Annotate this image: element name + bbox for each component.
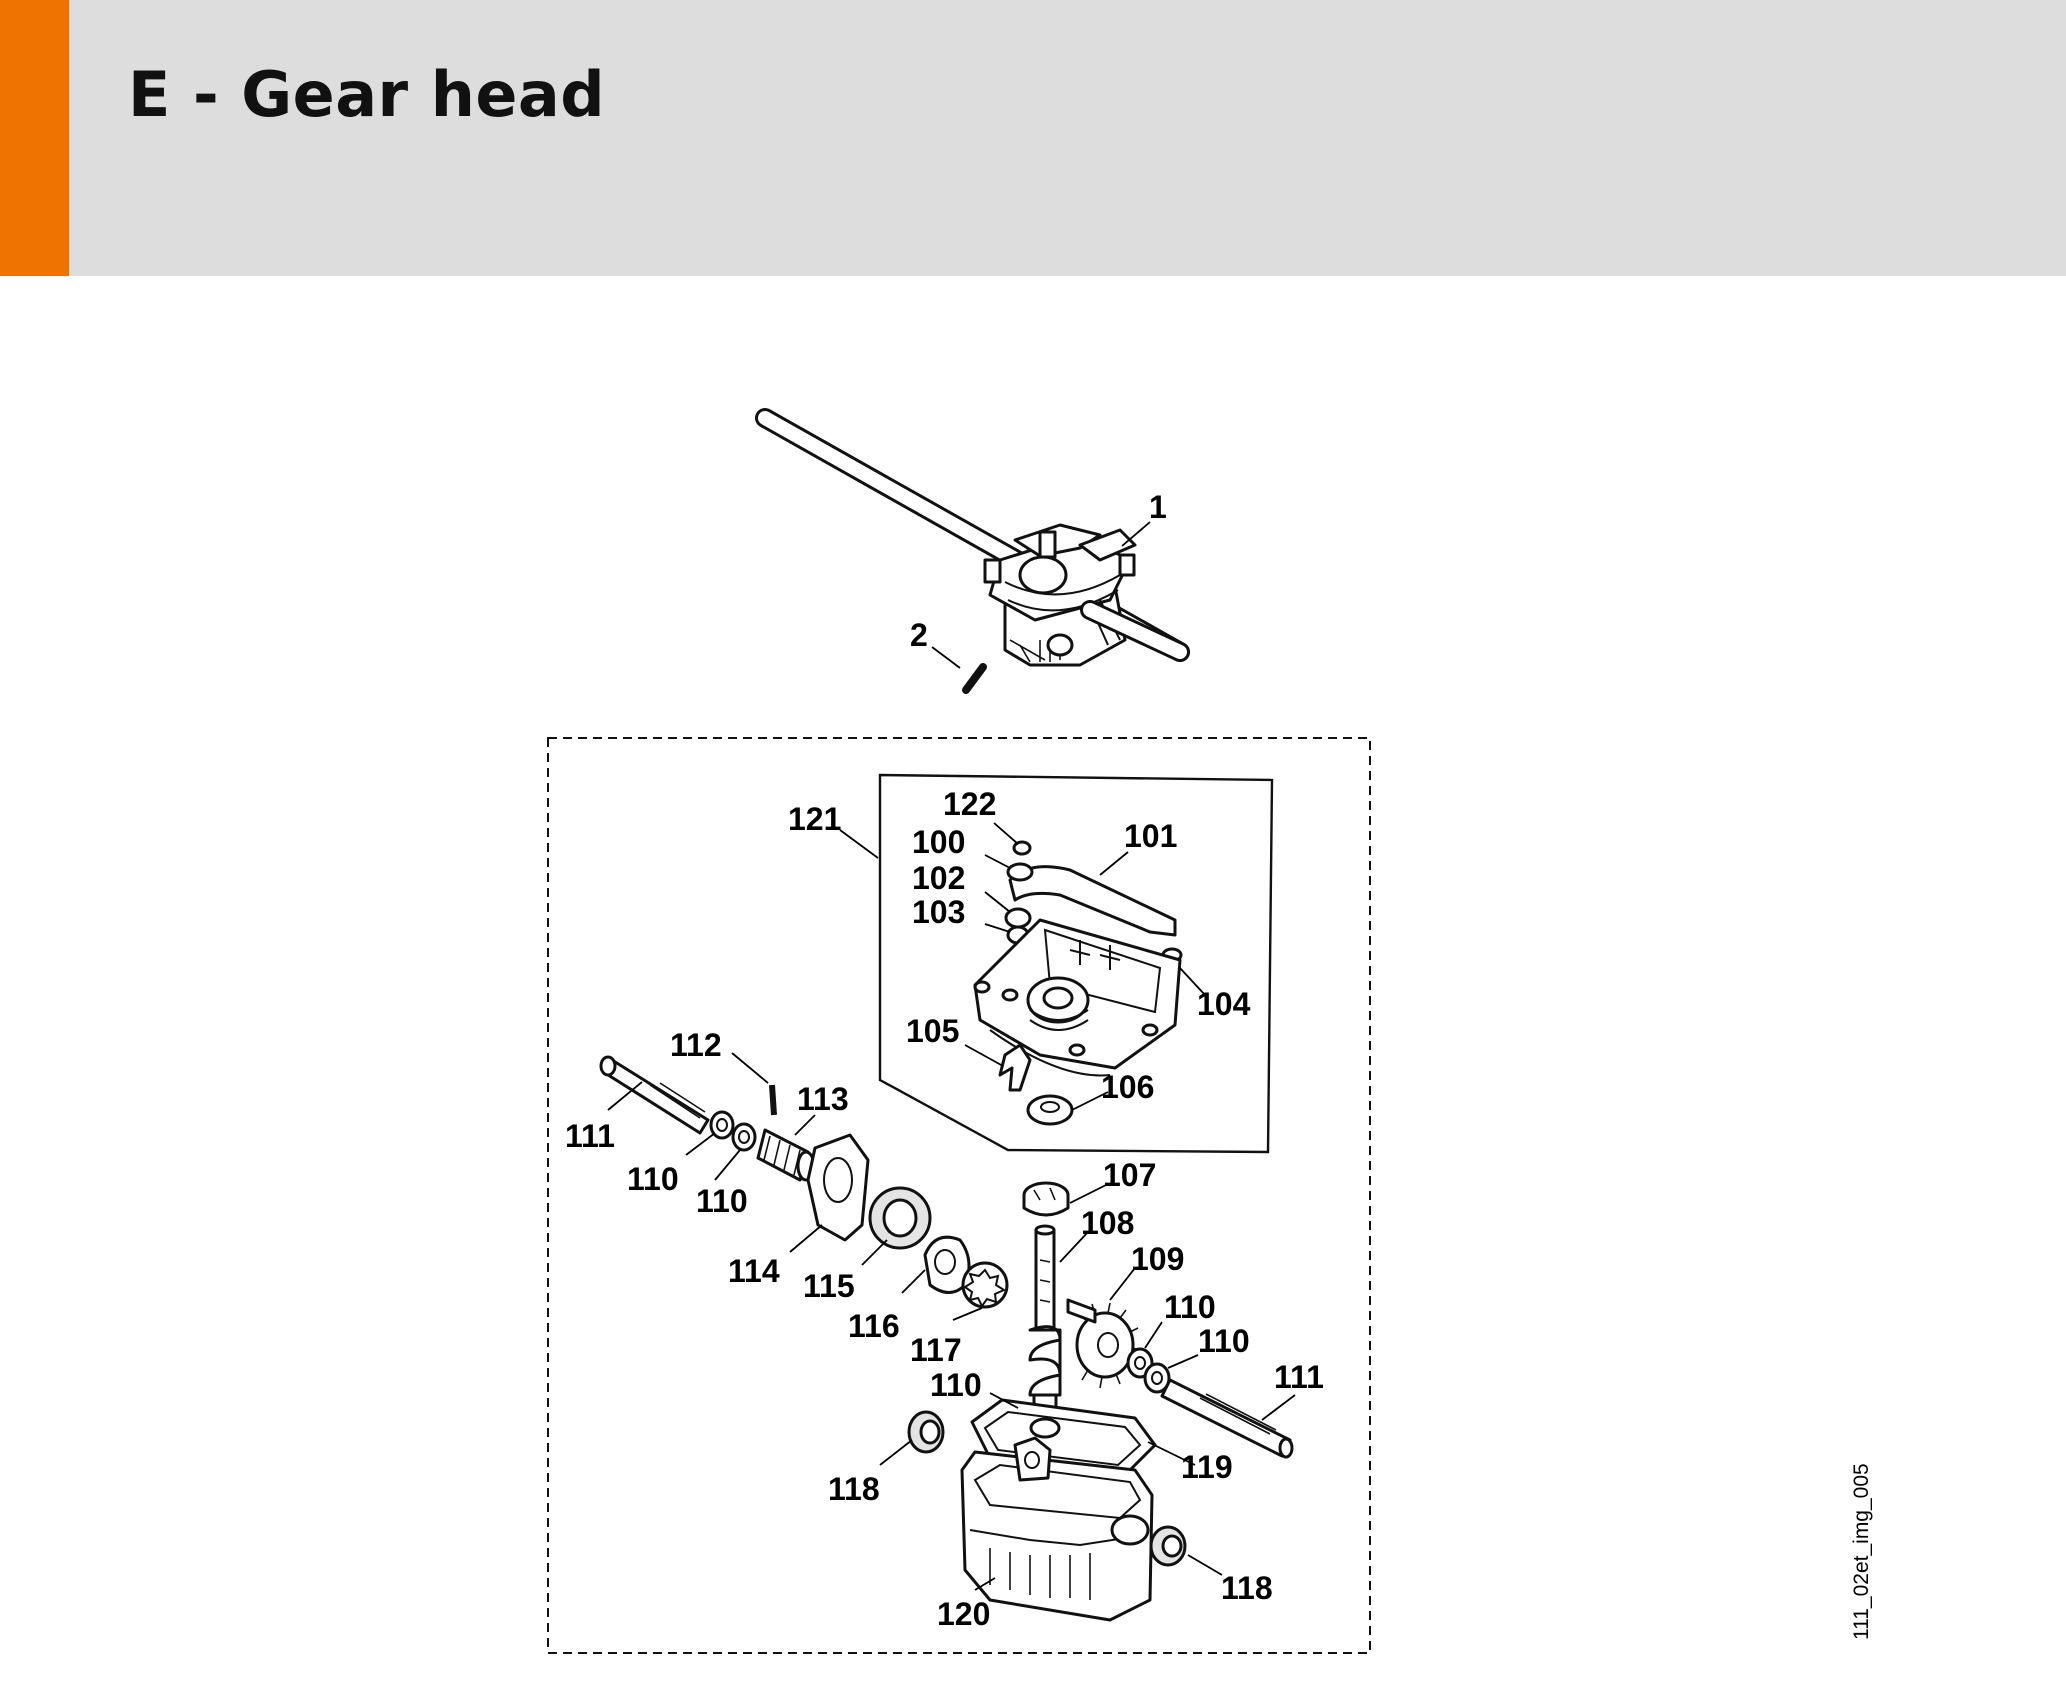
callout-122: 122: [943, 786, 996, 822]
callout-111-right: 111: [1274, 1359, 1324, 1395]
worm-shaft-assembly: [1022, 1181, 1294, 1459]
cover-assembly: [973, 840, 1183, 1126]
callout-120: 120: [937, 1596, 990, 1632]
callout-110-c: 110: [1164, 1289, 1216, 1325]
callout-118-right: 118: [1221, 1570, 1273, 1606]
left-shaft-assembly: [599, 1055, 1009, 1309]
leader-lines: [607, 521, 1296, 1591]
callout-105: 105: [906, 1013, 959, 1049]
callout-110-d: 110: [1198, 1323, 1250, 1359]
page-title: E - Gear head: [128, 58, 606, 131]
callout-113: 113: [797, 1081, 849, 1117]
callout-1: 1: [1149, 489, 1167, 525]
callout-119: 119: [1181, 1449, 1233, 1485]
callout-108: 108: [1081, 1205, 1134, 1241]
callout-109: 109: [1131, 1241, 1184, 1277]
assembly-gear-head: [755, 408, 1190, 694]
pin-part: [962, 663, 987, 694]
cover-kit-frame: [878, 773, 1274, 1154]
header-bar: [0, 0, 2066, 276]
callout-110-e: 110: [930, 1367, 982, 1403]
callout-110-b: 110: [696, 1183, 748, 1219]
bearing-left: [907, 1410, 945, 1454]
kit-frame-dashed: [547, 737, 1371, 1654]
callout-102: 102: [912, 860, 965, 896]
callout-106: 106: [1101, 1069, 1154, 1105]
callout-117: 117: [910, 1332, 962, 1368]
callout-121: 121: [788, 801, 841, 837]
callout-labels: 1 2 121 122 100 101 102 103 104 105 106 …: [565, 489, 1324, 1632]
callout-101: 101: [1124, 818, 1177, 854]
accent-stripe: [0, 0, 69, 276]
callout-107: 107: [1103, 1157, 1156, 1193]
callout-103: 103: [912, 894, 965, 930]
callout-104: 104: [1197, 986, 1251, 1022]
callout-110-a: 110: [627, 1161, 679, 1197]
bearing-right: [1149, 1525, 1187, 1567]
gear-wheel: [1066, 1298, 1142, 1389]
callout-111-left: 111: [565, 1118, 615, 1154]
callout-100: 100: [912, 824, 965, 860]
callout-112: 112: [670, 1027, 722, 1063]
gear-head-housing: [983, 523, 1137, 667]
gear-housing-lower: [960, 1398, 1157, 1622]
callout-2: 2: [910, 617, 928, 653]
callout-116: 116: [848, 1308, 900, 1344]
callout-115: 115: [803, 1268, 855, 1304]
callout-118-left: 118: [828, 1471, 880, 1507]
callout-114: 114: [728, 1253, 780, 1289]
image-reference: 111_02et_img_005: [1850, 1463, 1873, 1640]
